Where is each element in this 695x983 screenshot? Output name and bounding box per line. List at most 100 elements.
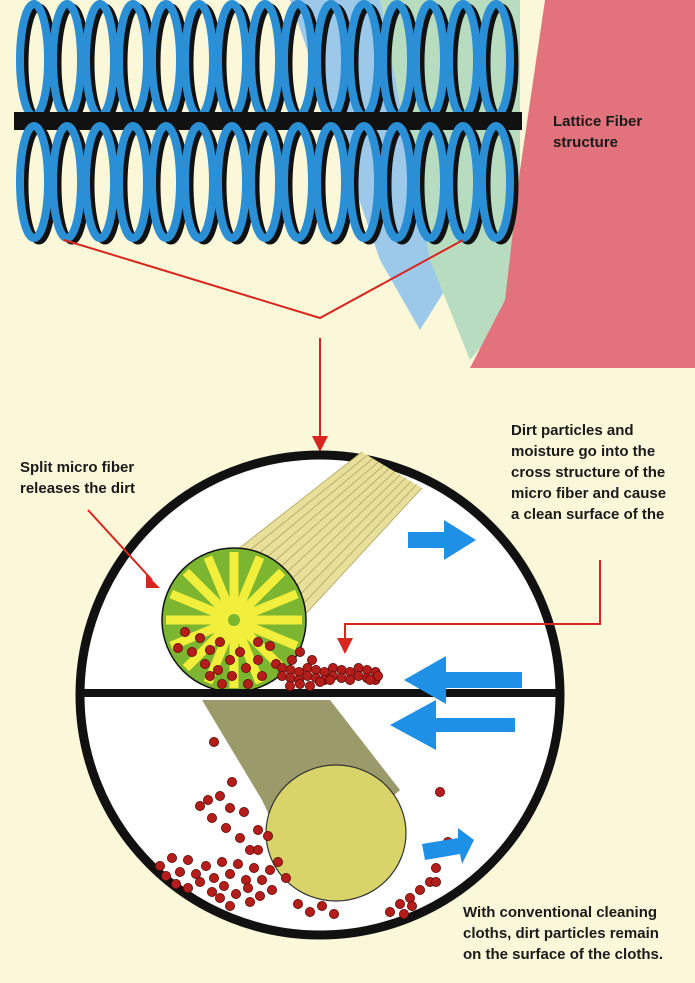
lattice-loop [412, 122, 448, 242]
left-arrow-icon [404, 656, 522, 704]
dirt-particle [166, 853, 177, 864]
dirt-particle [306, 655, 317, 666]
dirt-particle [314, 677, 325, 688]
dirt-particle [398, 909, 409, 920]
dirt-particle [206, 813, 217, 824]
dirt-particle [182, 855, 193, 866]
dirt-particle [182, 883, 193, 894]
dirt-particle [414, 885, 425, 896]
dirt-particle [238, 807, 249, 818]
motion-arrows [390, 520, 522, 864]
dirt-particle [353, 671, 364, 682]
lattice-loop [478, 122, 514, 242]
dirt-particle [170, 879, 181, 890]
lattice-loops-top-row [16, 0, 519, 123]
dirt-particle [280, 873, 291, 884]
dirt-particle [190, 869, 201, 880]
dirt-particle [224, 869, 235, 880]
lattice-loop [214, 122, 250, 242]
lattice-loop [115, 122, 151, 242]
dirt-particle [226, 777, 237, 788]
dirt-particle [160, 871, 171, 882]
dirt-particle [214, 893, 225, 904]
dirt-particle [204, 671, 215, 682]
dirt-particle [364, 675, 375, 686]
down-pointer-arrowhead [312, 436, 328, 452]
split-fiber-pointer [87, 509, 153, 581]
dirt-particle [194, 801, 205, 812]
dirt-particle [406, 901, 417, 912]
dirt-particle [254, 891, 265, 902]
dirt-particle [324, 675, 335, 686]
lattice-loop [313, 122, 349, 242]
dirt-particles-label: Dirt particles and moisture go into the … [511, 422, 667, 523]
lattice-loops-bottom-row [16, 122, 519, 245]
lattice-loop [82, 122, 118, 242]
dirt-particle [204, 645, 215, 656]
dirt-particle [194, 877, 205, 888]
dirt-particle [252, 655, 263, 666]
lattice-loop [16, 122, 52, 242]
dirt-particle [230, 889, 241, 900]
dirt-particle [194, 633, 205, 644]
dirt-particle [172, 643, 183, 654]
lattice-connector-line [63, 239, 464, 320]
lattice-loop [49, 122, 85, 242]
lattice-loop [445, 122, 481, 242]
lattice-loop [346, 122, 382, 242]
lattice-loop [379, 122, 415, 242]
dirt-particle [232, 859, 243, 870]
dirt-particle [292, 899, 303, 910]
dirt-particle [336, 673, 347, 684]
diagonal-left-arrow-icon [422, 828, 474, 864]
dirt-particle [174, 867, 185, 878]
lattice-loop [247, 122, 283, 242]
dirt-particle [154, 861, 165, 872]
magnified-view [75, 450, 565, 940]
dirt-particle [224, 803, 235, 814]
dirt-particle [302, 671, 313, 682]
conventional-cloth-label: With conventional cleaning cloths, dirt … [463, 904, 664, 963]
dirt-particle [226, 671, 237, 682]
dirt-particle [256, 875, 267, 886]
dirt-particle [248, 863, 259, 874]
dirt-particle [234, 647, 245, 658]
dirt-particles [154, 627, 453, 920]
dirt-particle [216, 679, 227, 690]
dirt-particle [304, 907, 315, 918]
dirt-particle [199, 659, 210, 670]
dirt-particle [200, 861, 211, 872]
dirt-particle [202, 795, 213, 806]
dirt-particle [186, 647, 197, 658]
dirt-particle [208, 737, 219, 748]
dirt-particle [272, 857, 283, 868]
dirt-particle [284, 681, 295, 692]
dirt-pointer [344, 560, 601, 640]
dirt-particle [234, 833, 245, 844]
lattice-connector [63, 239, 464, 438]
dirt-particle [286, 655, 297, 666]
left-arrow-icon [390, 700, 515, 750]
right-arrow-icon [408, 520, 476, 560]
label-pointers [87, 509, 601, 640]
dirt-particle [224, 655, 235, 666]
dirt-particle [252, 825, 263, 836]
dirt-particle [394, 899, 405, 910]
dirt-particle [240, 663, 251, 674]
dirt-particle [304, 681, 315, 692]
pink-cloth [470, 0, 695, 368]
dirt-particle [252, 637, 263, 648]
dirt-particle [214, 637, 225, 648]
dirt-particle [262, 831, 273, 842]
dirt-particle [266, 885, 277, 896]
lattice-loop [181, 122, 217, 242]
dirt-particle [434, 787, 445, 798]
split-micro-fiber-label: Split micro fiber releases the dirt [20, 459, 136, 497]
dirt-particle [328, 909, 339, 920]
dirt-particle [220, 823, 231, 834]
dirt-particle [384, 907, 395, 918]
dirt-particle [276, 671, 287, 682]
lattice-fiber-label: Lattice Fiber structure [553, 113, 643, 151]
